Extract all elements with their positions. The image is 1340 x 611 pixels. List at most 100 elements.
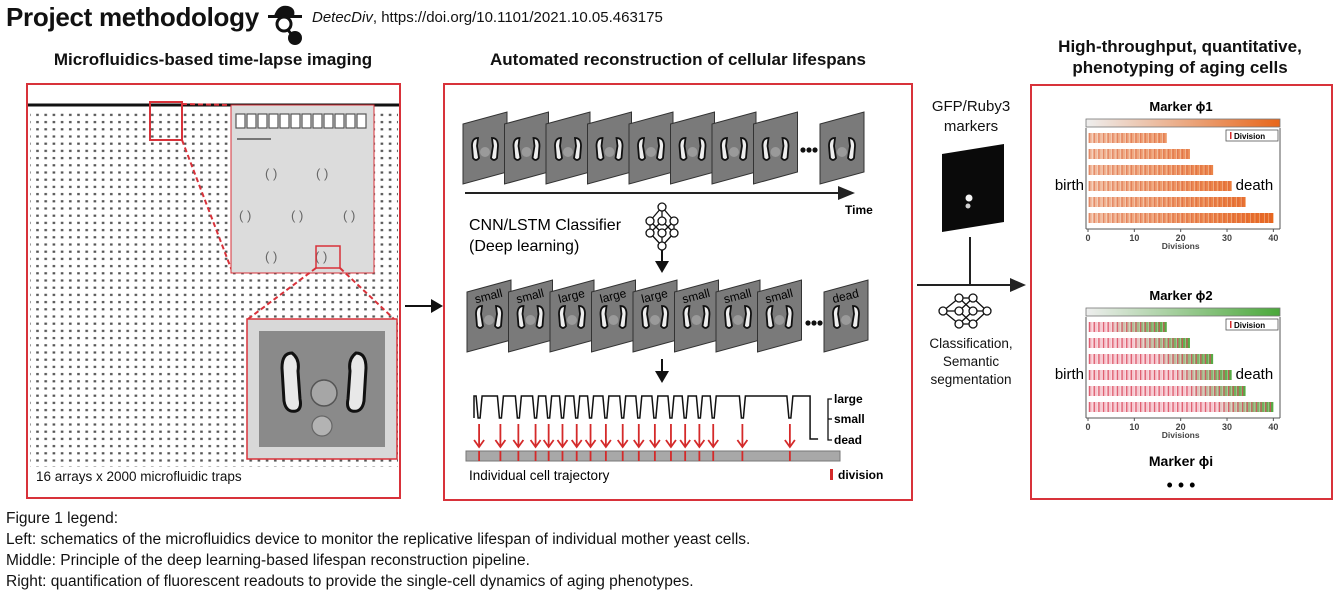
state-dead: dead — [834, 433, 862, 447]
x-tick-label: 40 — [1268, 422, 1278, 432]
timelapse-frame — [819, 111, 865, 185]
neural-network-icon-2 — [938, 293, 992, 329]
right-heading-line2: phenotyping of aging cells — [1072, 58, 1288, 77]
x-axis-label: Divisions — [1162, 430, 1200, 440]
method-line2: Semantic — [942, 354, 1000, 369]
markers-label: GFP/Ruby3 markers — [912, 97, 1030, 137]
time-arrowhead — [838, 186, 855, 200]
birth-label: birth — [1055, 177, 1084, 194]
fluorescence-image — [942, 144, 1004, 232]
arrow-right-icon — [405, 299, 443, 313]
division-arrow — [633, 424, 645, 461]
trajectory-label: Individual cell trajectory — [469, 468, 610, 483]
markers-line2: markers — [943, 118, 999, 135]
chart-title: Marker ϕ2 — [1149, 288, 1212, 303]
timelapse-frame — [670, 111, 715, 185]
frame-label: small — [722, 286, 753, 306]
classified-frame: dead — [823, 279, 869, 353]
lifespan-bar — [1088, 354, 1214, 364]
inlet-channels — [235, 113, 367, 129]
division-arrows — [473, 424, 796, 461]
inset-trap-layout — [230, 104, 375, 274]
svg-text:( ): ( ) — [265, 166, 277, 181]
state-small: small — [834, 412, 865, 426]
division-legend-label: division — [838, 468, 883, 482]
death-label: death — [1236, 177, 1274, 194]
marker-phi-i-label: Marker ϕi — [1149, 453, 1213, 469]
state-trace — [473, 395, 819, 440]
neural-network-icon — [645, 202, 679, 251]
x-tick-label: 30 — [1222, 422, 1232, 432]
classified-frame: small — [715, 279, 761, 353]
x-tick-label: 30 — [1222, 233, 1232, 243]
state-trace-line — [473, 395, 819, 440]
classified-frame: small — [466, 279, 512, 353]
frame-label: small — [764, 286, 795, 306]
svg-text:( ): ( ) — [239, 208, 251, 223]
lifespan-bar — [1088, 197, 1246, 207]
lifespan-bar — [1088, 386, 1246, 396]
division-arrow — [679, 424, 691, 461]
figure-legend: Figure 1 legend: Left: schematics of the… — [6, 508, 750, 592]
x-tick-label: 0 — [1085, 422, 1090, 432]
legend-right: Right: quantification of fluorescent rea… — [6, 573, 694, 590]
lifespan-bar — [1088, 370, 1232, 380]
method-label: Classification, Semantic segmentation — [912, 335, 1030, 389]
legend-left: Left: schematics of the microfluidics de… — [6, 531, 751, 548]
frame-label: small — [681, 286, 712, 306]
timelapse-frame — [711, 111, 757, 185]
lifespan-bar — [1088, 322, 1167, 332]
more-markers-ellipsis: • • • — [1167, 475, 1196, 495]
lifespan-bar — [1088, 165, 1214, 175]
middle-panel-heading: Automated reconstruction of cellular lif… — [490, 50, 866, 69]
classified-frame: small — [757, 279, 802, 353]
classified-frame: large — [632, 279, 678, 353]
lifespan-bar — [1088, 181, 1232, 191]
classifier-label-line1: CNN/LSTM Classifier — [469, 217, 622, 234]
division-legend-swatch — [830, 469, 833, 480]
timelapse-frame — [545, 111, 591, 185]
state-level-labels: large small dead — [827, 392, 865, 447]
right-heading-line1: High-throughput, quantitative, — [1058, 37, 1302, 56]
microfluidics-schematic: ( ) ( ) ( ) ( ) ( ) ( ) ( ) — [28, 101, 399, 467]
chart-legend: Division — [1225, 129, 1279, 142]
svg-text:( ): ( ) — [316, 166, 328, 181]
ellipsis-dot — [812, 147, 818, 153]
doi-link[interactable]: , https://doi.org/10.1101/2021.10.05.463… — [372, 9, 663, 26]
death-label: death — [1236, 366, 1274, 383]
x-tick-label: 10 — [1129, 422, 1139, 432]
division-arrow — [649, 424, 661, 461]
lifespan-bar — [1088, 338, 1190, 348]
trajectory-bar — [465, 450, 841, 462]
frame-label: large — [557, 286, 587, 306]
detective-magnifier-icon — [268, 5, 302, 45]
legend-heading: Figure 1 legend: — [6, 510, 119, 527]
fluorescence-connector — [917, 144, 1026, 292]
x-tick-label: 0 — [1085, 233, 1090, 243]
timelapse-frame — [504, 111, 549, 185]
division-arrow — [494, 424, 507, 461]
classified-frame: large — [549, 279, 595, 353]
division-arrow — [570, 424, 583, 461]
classified-frame: small — [508, 279, 553, 353]
timelapse-frame — [628, 111, 674, 185]
method-line1: Classification, — [929, 336, 1013, 351]
frame-label: dead — [831, 286, 860, 306]
time-label: Time — [845, 203, 873, 217]
down-arrow-icon-2 — [655, 371, 669, 383]
svg-text:( ): ( ) — [265, 249, 277, 264]
division-arrow — [665, 424, 677, 461]
division-arrow — [600, 424, 612, 461]
x-tick-label: 20 — [1176, 233, 1186, 243]
division-arrow — [707, 424, 719, 461]
lifespan-bar — [1088, 149, 1190, 159]
chart-title: Marker ϕ1 — [1149, 99, 1212, 114]
classifier-label-line2: (Deep learning) — [469, 238, 579, 255]
software-name: DetecDiv — [312, 9, 373, 26]
svg-text:( ): ( ) — [343, 208, 355, 223]
down-arrow-icon — [655, 261, 669, 273]
markers-line1: GFP/Ruby3 — [931, 98, 1011, 115]
zoom-region-1 — [149, 101, 183, 141]
